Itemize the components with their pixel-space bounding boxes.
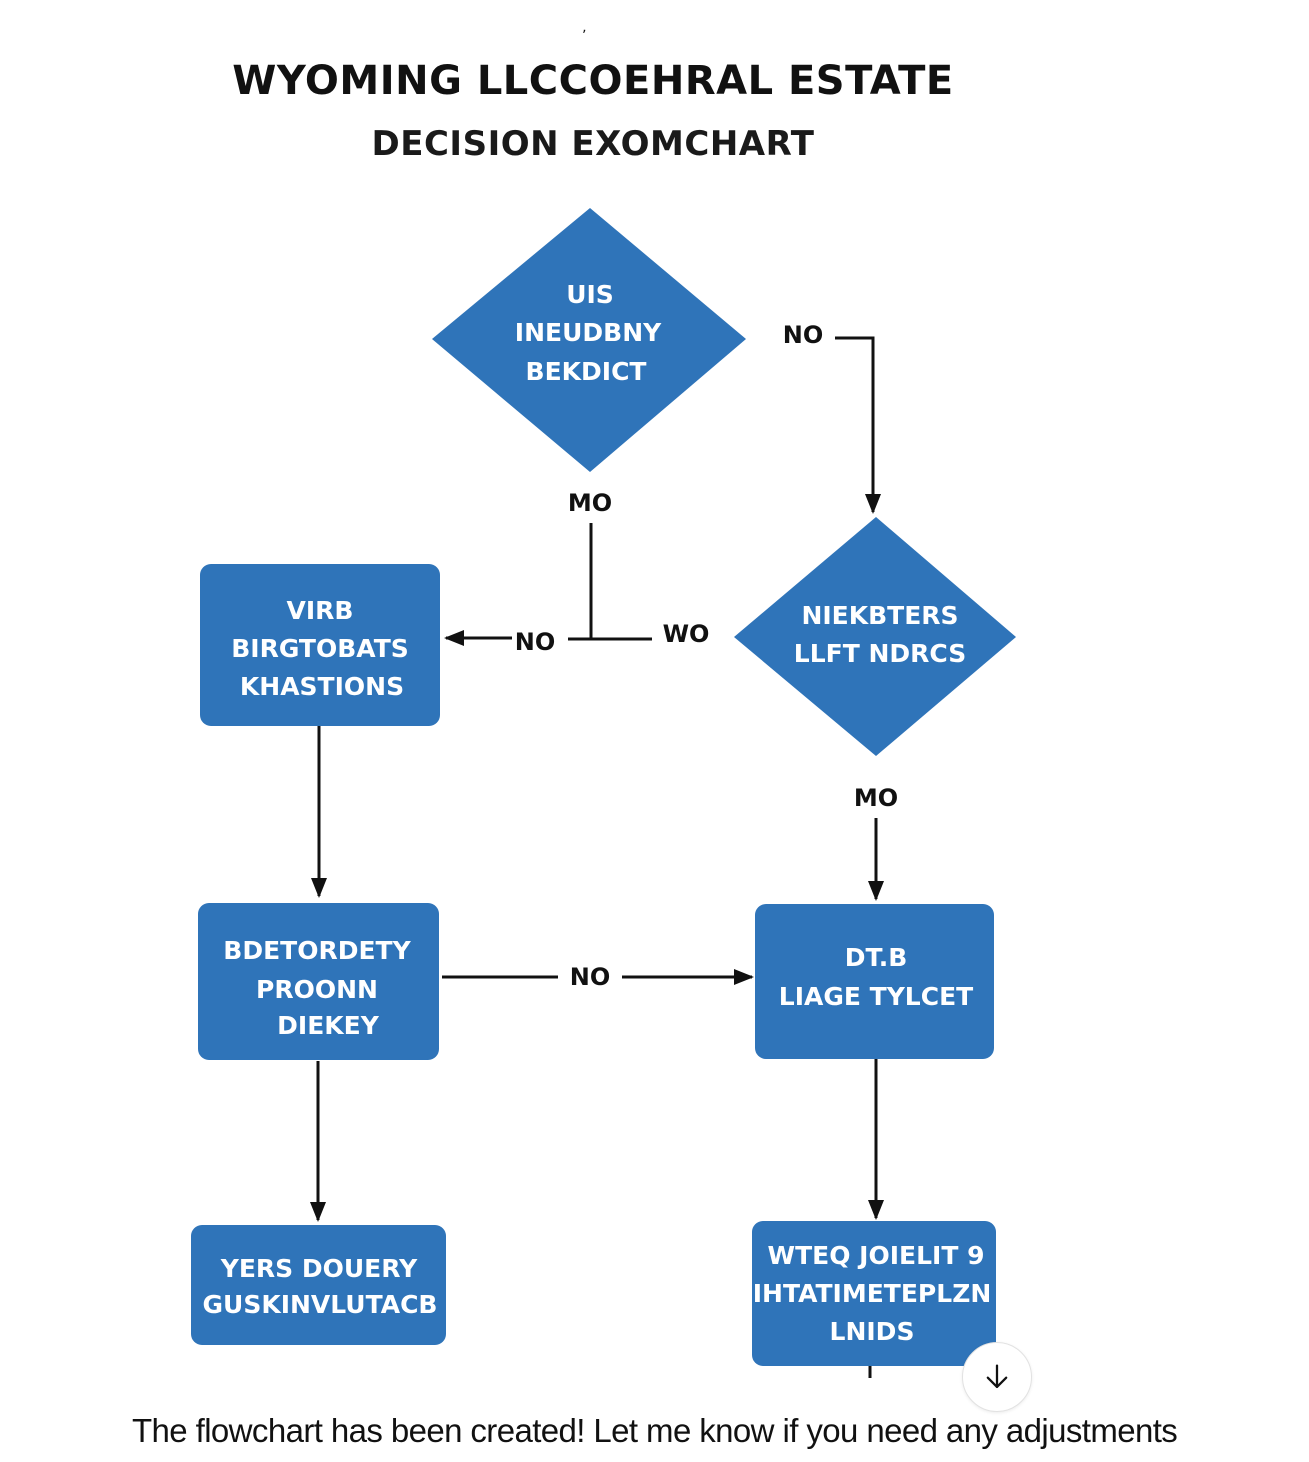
edge-d1-junction: MO bbox=[568, 489, 612, 639]
decision-node-2[interactable]: NIEKBTERS LLFT NDRCS bbox=[734, 517, 1016, 756]
node-label-line: LLFT NDRCS bbox=[794, 639, 966, 668]
scroll-to-bottom-button[interactable] bbox=[962, 1342, 1032, 1412]
node-label-line: PROONN bbox=[256, 975, 378, 1004]
edge-b2-b3: NO bbox=[442, 963, 754, 991]
node-label-line: IHTATIMETEPLZN bbox=[753, 1279, 992, 1308]
edge-label: MO bbox=[854, 784, 898, 812]
node-label-line: LNIDS bbox=[830, 1317, 915, 1346]
edge-label: NO bbox=[783, 321, 824, 349]
edge-label: NO bbox=[570, 963, 611, 991]
box-shape bbox=[198, 903, 439, 1060]
arrow-down-icon bbox=[986, 1364, 1008, 1389]
node-label-line: NIEKBTERS bbox=[801, 601, 958, 630]
edge-junction-b1: NO bbox=[444, 628, 652, 656]
process-node-4[interactable]: YERS DOUERY GUSKINVLUTACB bbox=[191, 1225, 446, 1345]
node-label-line: WTEQ JOIELIT 9 bbox=[768, 1241, 985, 1270]
node-label-line: DIEKEY bbox=[277, 1011, 380, 1040]
box-shape bbox=[200, 564, 440, 726]
node-label-line: GUSKINVLUTACB bbox=[203, 1290, 438, 1319]
diamond-shape bbox=[432, 208, 746, 472]
node-label-line: YERS DOUERY bbox=[220, 1254, 418, 1283]
edge-d1-d2: NO bbox=[783, 321, 881, 514]
process-node-5[interactable]: WTEQ JOIELIT 9 IHTATIMETEPLZN LNIDS bbox=[752, 1221, 996, 1366]
process-node-2[interactable]: BDETORDETY PROONN DIEKEY bbox=[198, 903, 439, 1060]
edge-label: NO bbox=[515, 628, 556, 656]
box-shape bbox=[752, 1221, 996, 1366]
box-shape bbox=[755, 904, 994, 1059]
node-label-line: KHASTIONS bbox=[240, 672, 404, 701]
diamond-shape bbox=[734, 517, 1016, 756]
edge-label: MO bbox=[568, 489, 612, 517]
decision-node-1[interactable]: UIS INEUDBNY BEKDICT bbox=[432, 208, 746, 472]
node-label-line: BEKDICT bbox=[526, 357, 647, 386]
assistant-message-text: The flowchart has been created! Let me k… bbox=[132, 1412, 1178, 1449]
node-label-line: LIAGE TYLCET bbox=[779, 982, 973, 1011]
connector-line bbox=[835, 336, 881, 514]
process-node-1[interactable]: VIRB BIRGTOBATS KHASTIONS bbox=[200, 564, 440, 726]
diagram-subtitle: DECISION EXOMCHART bbox=[372, 124, 815, 164]
diagram-title: WYOMING LLCCOEHRAL ESTATE bbox=[232, 58, 954, 104]
node-label-line: DT.B bbox=[845, 943, 908, 972]
node-label-line: UIS bbox=[566, 280, 614, 309]
stray-mark: ʼ bbox=[582, 28, 586, 44]
box-shape bbox=[191, 1225, 446, 1345]
process-node-3[interactable]: DT.B LIAGE TYLCET bbox=[755, 904, 994, 1059]
edge-label: WO bbox=[663, 620, 710, 648]
edge-d2-b3: MO bbox=[854, 784, 898, 901]
node-label-line: INEUDBNY bbox=[515, 318, 662, 347]
node-label-line: VIRB bbox=[287, 596, 354, 625]
edge-d2-junction: WO bbox=[663, 620, 710, 648]
node-label-line: BIRGTOBATS bbox=[231, 634, 409, 663]
node-label-line: BDETORDETY bbox=[223, 936, 411, 965]
